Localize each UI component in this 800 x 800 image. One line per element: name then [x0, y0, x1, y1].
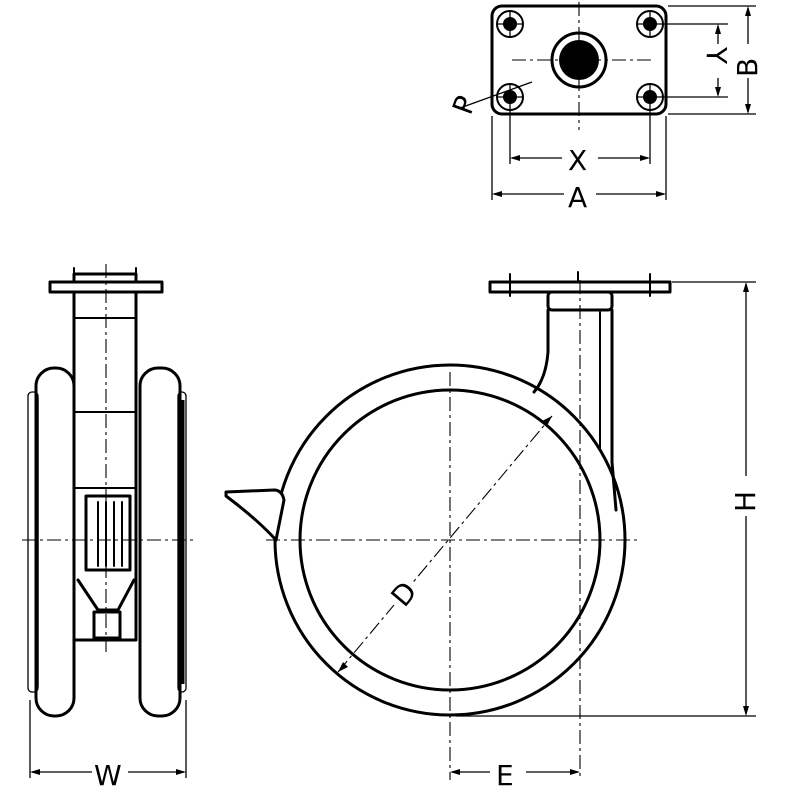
front-right-wheel: [138, 366, 182, 718]
d-diameter-line: [337, 415, 553, 673]
front-taper: [76, 578, 136, 612]
dimension-label-p: P: [446, 92, 483, 119]
dimension-label-h: H: [729, 491, 762, 512]
brake-pedal: [224, 488, 286, 542]
p-leader-line: [459, 81, 533, 109]
top-plate-view: P X A Y B: [446, 2, 764, 214]
dimension-label-y: Y: [700, 46, 733, 65]
dimension-label-b: B: [731, 58, 764, 77]
stem-hole-outer: [550, 31, 608, 89]
front-hub: [84, 494, 132, 572]
fork-arm-right: [610, 308, 618, 512]
front-left-wheel: [34, 366, 76, 718]
side-view: D H E: [224, 271, 762, 792]
dimension-label-a: A: [568, 181, 587, 214]
dimension-label-w: W: [94, 759, 122, 792]
dimension-label-x: X: [568, 144, 587, 177]
front-nut: [92, 610, 122, 640]
dimension-label-e: E: [496, 759, 514, 792]
fork-arm-left: [532, 308, 550, 394]
front-view: W: [22, 264, 196, 792]
dimension-label-d: D: [384, 575, 423, 613]
front-plate-top: [72, 272, 138, 284]
stem-hole-inner: [559, 40, 599, 80]
